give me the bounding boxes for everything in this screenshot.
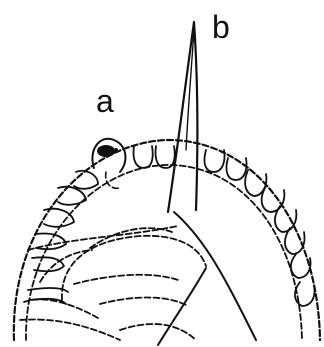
diagonal-line <box>158 268 206 345</box>
nodule-dark-spot <box>97 145 115 157</box>
nodule-dot <box>114 148 118 152</box>
label-a: a <box>96 83 114 119</box>
label-b: b <box>212 9 230 45</box>
inner-lobes <box>20 226 206 340</box>
outer-rim <box>14 140 320 340</box>
central-line <box>174 212 256 340</box>
inner-rim <box>26 165 302 340</box>
